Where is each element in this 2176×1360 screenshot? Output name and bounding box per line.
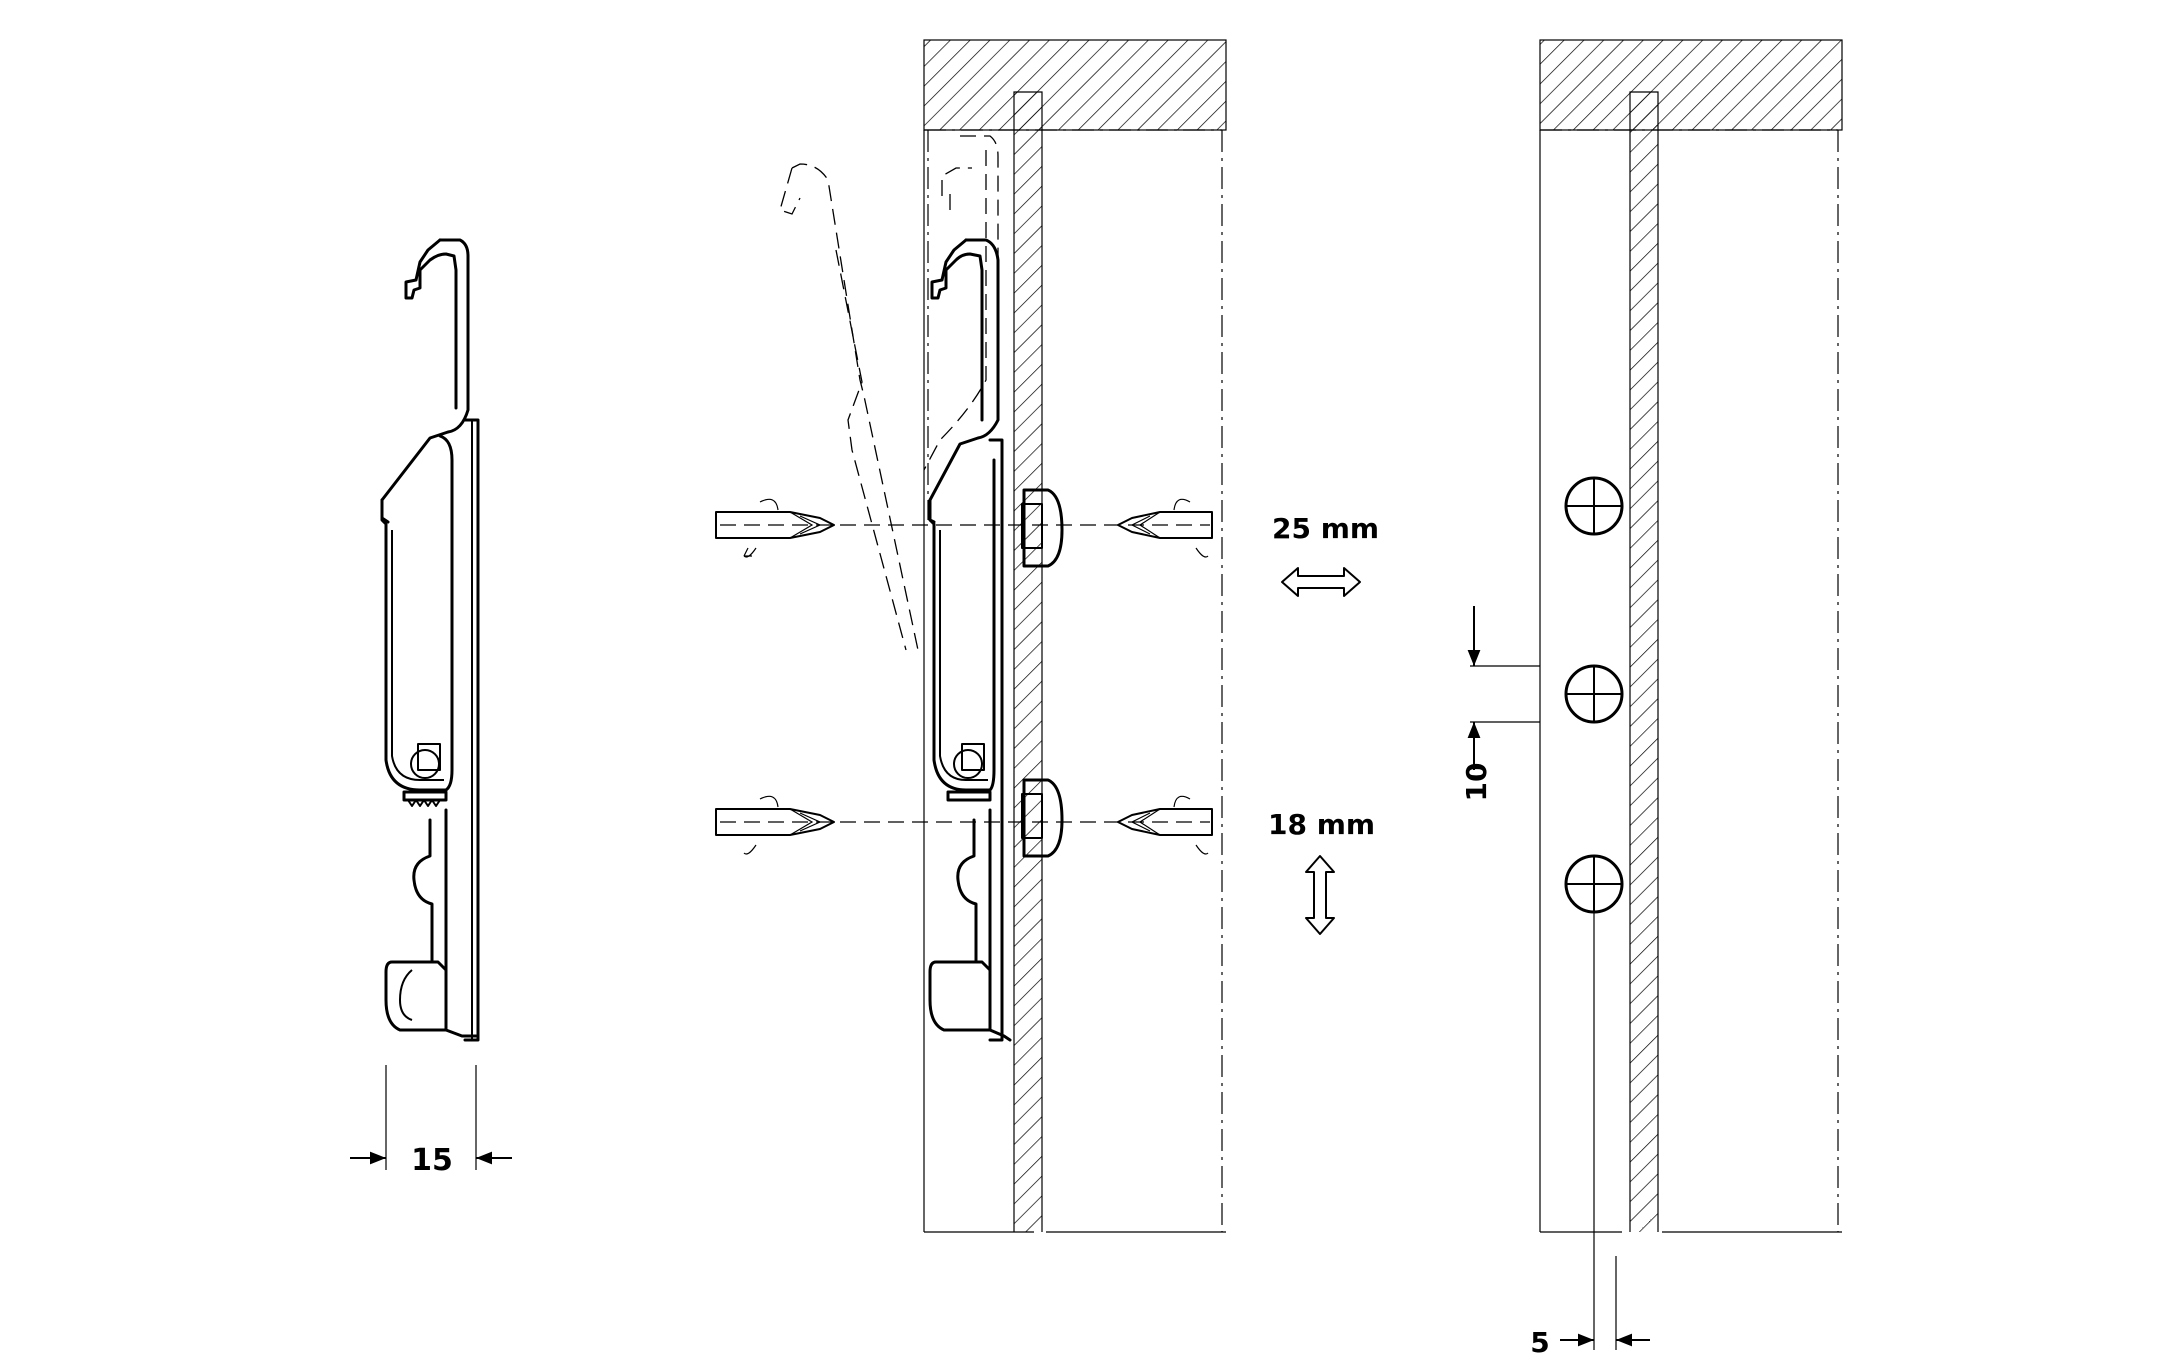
drill-hole <box>1564 854 1624 914</box>
screwdriver-right-upper <box>1117 498 1213 558</box>
screwdriver-right-lower <box>1117 795 1213 855</box>
vertical-adjust-icon <box>1305 855 1335 935</box>
edge-offset-5-label: 5 <box>1530 1326 1549 1359</box>
dimension-15-label: 15 <box>411 1143 453 1178</box>
hole-diameter-10-label: 10 <box>1460 763 1493 802</box>
screwdriver-left-upper <box>715 498 835 558</box>
bracket-side-view: 15 <box>350 238 512 1178</box>
drill-hole <box>1564 476 1624 536</box>
drilling-view: 10 5 <box>1460 39 1843 1359</box>
installation-view: 25 mm 18 mm <box>715 39 1379 1233</box>
screw-length-18-label: 18 mm <box>1268 808 1375 841</box>
horizontal-adjust-icon <box>1281 567 1361 597</box>
screw-length-25-label: 25 mm <box>1272 512 1379 545</box>
screwdriver-left-lower <box>715 795 835 855</box>
drill-hole <box>1564 664 1624 724</box>
